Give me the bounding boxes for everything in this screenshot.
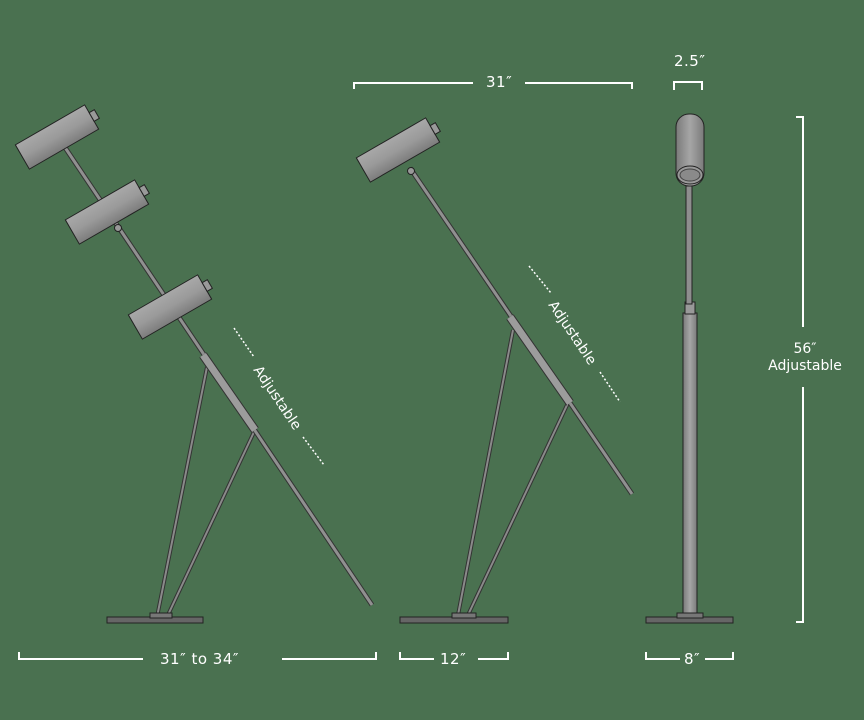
reach-dimension-label: 31″	[486, 73, 513, 91]
lamp-view-2	[355, 117, 635, 624]
dimension-lines	[18, 81, 804, 660]
base-width-label-view-2: 12″	[440, 650, 467, 668]
width-range-label: 31″ to 34″	[160, 650, 239, 668]
lamp-view-3	[645, 113, 734, 624]
height-value: 56″	[793, 341, 817, 357]
shade-diameter-label: 2.5″	[674, 52, 706, 70]
adjust-arrow-icon	[528, 265, 621, 403]
lamp-view-1	[14, 104, 375, 624]
height-adjustable-note: Adjustable	[768, 358, 842, 374]
base-width-label-view-3: 8″	[684, 650, 701, 668]
adjust-arrow-icon	[233, 327, 325, 466]
height-dimension-label: 56″ Adjustable	[755, 341, 855, 375]
